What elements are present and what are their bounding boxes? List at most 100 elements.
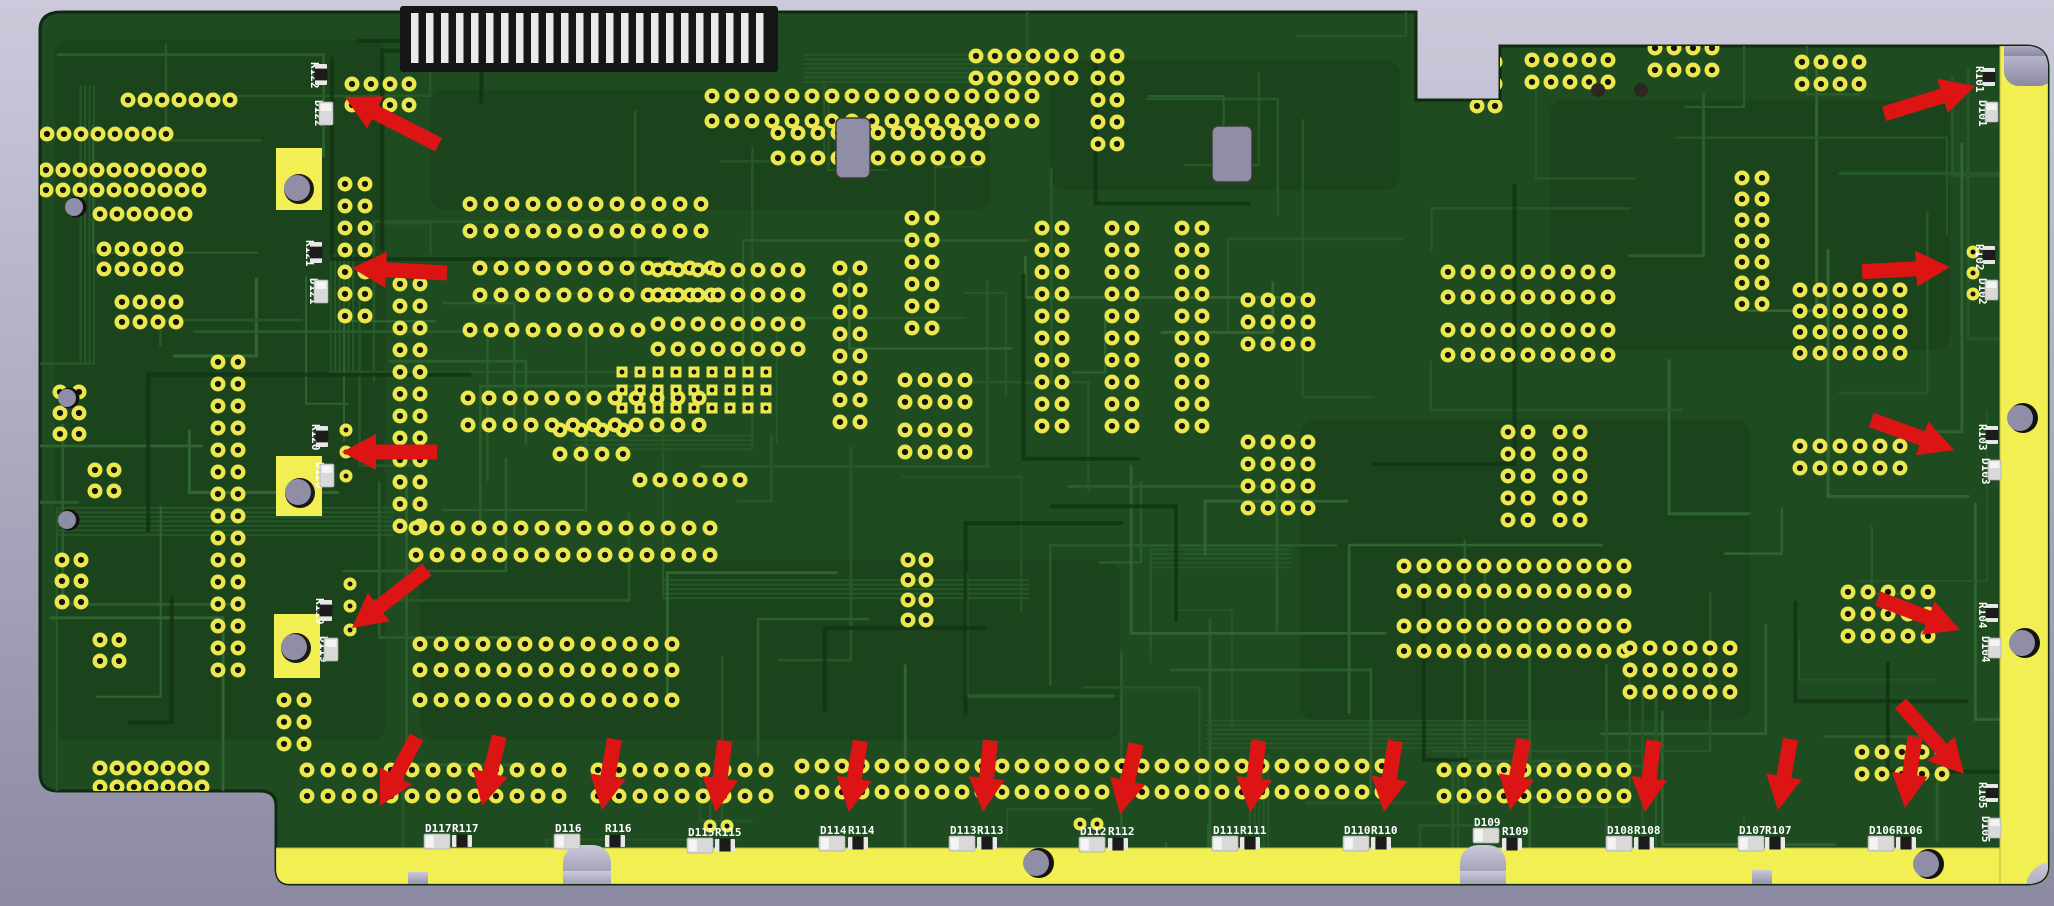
pad-hole [136, 298, 144, 306]
pad-hole [560, 264, 568, 272]
resistor-body [1506, 837, 1518, 851]
pad-hole [1113, 140, 1121, 148]
pad-hole [794, 345, 802, 353]
pad-hole [1924, 632, 1932, 640]
pad-hole [209, 96, 217, 104]
pad-hole [794, 291, 802, 299]
pad-hole [709, 369, 715, 375]
pad-hole [691, 369, 697, 375]
pad-hole [464, 394, 472, 402]
pad-hole [127, 186, 135, 194]
pad-hole [110, 487, 118, 495]
pad-hole [654, 266, 662, 274]
pad-hole [214, 512, 222, 520]
connector-pin [666, 13, 674, 63]
pad-hole [1284, 438, 1292, 446]
pad-hole [1178, 356, 1186, 364]
pad-hole [1058, 224, 1066, 232]
pad-hole [1038, 762, 1046, 770]
pad-hole [941, 398, 949, 406]
pad-hole [1564, 293, 1572, 301]
pad-hole [605, 696, 613, 704]
pad-hole [836, 264, 844, 272]
pad-cluster [1792, 282, 1908, 361]
pad-hole [1524, 450, 1532, 458]
pad-hole [615, 766, 623, 774]
pad-hole [1758, 216, 1766, 224]
pad-hole [1038, 268, 1046, 276]
pad-hole [508, 227, 516, 235]
pad-hole [1504, 268, 1512, 276]
pad-hole [774, 266, 782, 274]
pad-hole [1504, 326, 1512, 334]
pad-hole [563, 640, 571, 648]
pad-hole [1500, 647, 1508, 655]
pad-hole [497, 291, 505, 299]
pad-hole [1464, 351, 1472, 359]
pad-hole [1440, 766, 1448, 774]
pad-hole [527, 421, 535, 429]
trace [1203, 499, 1349, 556]
annotation-arrow [342, 434, 437, 470]
pad-hole [1604, 293, 1612, 301]
pad-hole [1010, 74, 1018, 82]
pad-hole [77, 577, 85, 585]
component-ref: D111 [1213, 824, 1240, 837]
pad-hole [94, 130, 102, 138]
pad-hole [341, 202, 349, 210]
trace [1667, 358, 1750, 516]
pad-hole [1816, 328, 1824, 336]
pad-hole [1480, 562, 1488, 570]
annotation-arrow [380, 733, 424, 806]
pad-hole [664, 551, 672, 559]
trace-bundle-line [352, 254, 652, 374]
pad-hole [542, 666, 550, 674]
connector-pin [501, 13, 509, 63]
connector-pin [681, 13, 689, 63]
pad-hole [1244, 438, 1252, 446]
pad-hole [1358, 788, 1366, 796]
pad-hole [1010, 52, 1018, 60]
pad-hole [794, 154, 802, 162]
pad-hole [234, 622, 242, 630]
pad-hole [1264, 460, 1272, 468]
trace [40, 411, 79, 504]
pad-cluster [1396, 558, 1632, 599]
pad-hole [303, 792, 311, 800]
pad-hole [774, 320, 782, 328]
pad-hole [592, 326, 600, 334]
annotation-arrow [352, 251, 448, 288]
pad-hole [1560, 622, 1568, 630]
pad-hole [1464, 268, 1472, 276]
pad-hole [1670, 66, 1678, 74]
pad-cluster [96, 241, 184, 277]
pad-hole [1796, 328, 1804, 336]
pad-hole [928, 324, 936, 332]
diode-band [1989, 639, 2000, 646]
pad-hole [643, 524, 651, 532]
pad-cluster [87, 462, 122, 499]
trace [1129, 464, 1387, 635]
pad-hole [584, 666, 592, 674]
pad-hole [386, 101, 394, 109]
pad-hole [487, 227, 495, 235]
pad-hole [214, 534, 222, 542]
pad-hole [961, 398, 969, 406]
pad-hole [808, 92, 816, 100]
component-ref: R108 [1634, 824, 1661, 837]
pad-hole [1094, 52, 1102, 60]
pad-hole [1585, 56, 1593, 64]
pad-hole [1560, 792, 1568, 800]
pad-hole [619, 387, 625, 393]
pad-hole [1304, 438, 1312, 446]
resistor-body [1900, 836, 1912, 850]
pad-hole [653, 421, 661, 429]
connector-pin [576, 13, 584, 63]
pad-hole [396, 368, 404, 376]
pad-cluster [1552, 424, 1588, 528]
pad-hole [1420, 562, 1428, 570]
resistor-body [1985, 607, 1999, 619]
pad-hole [1158, 762, 1166, 770]
pad-hole [529, 200, 537, 208]
